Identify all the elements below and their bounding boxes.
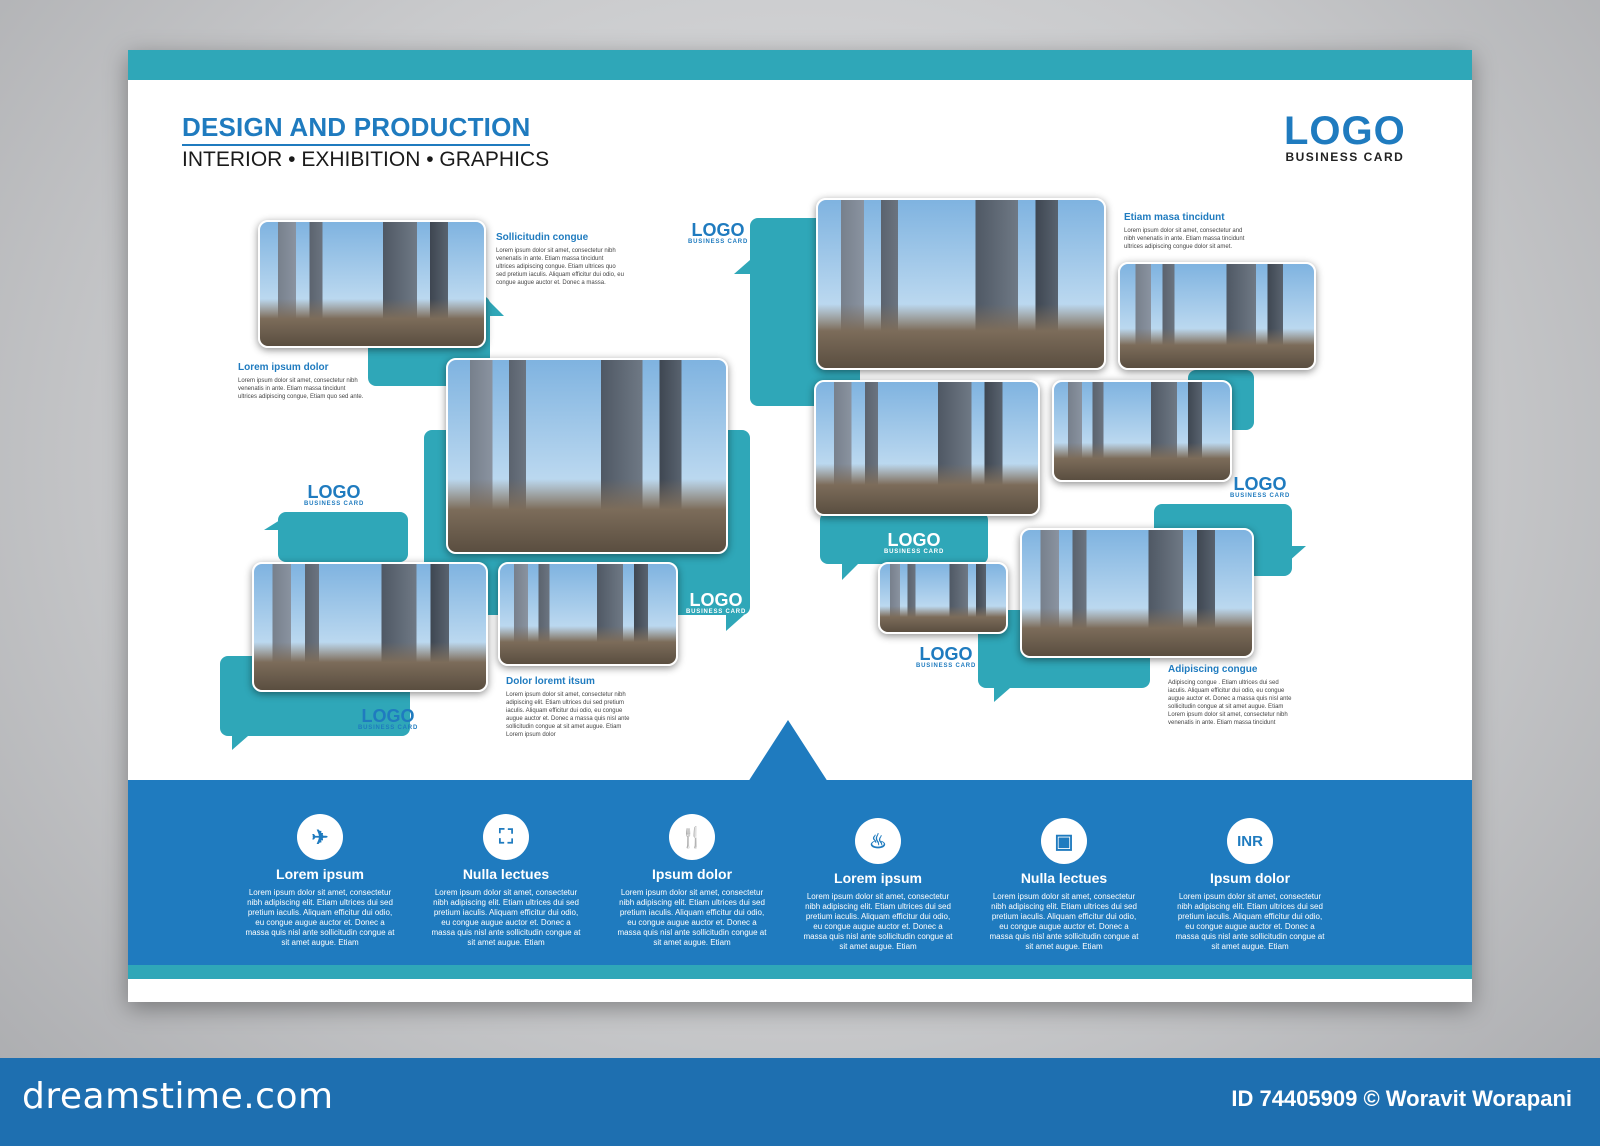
features-band: ✈ Lorem ipsum Lorem ipsum dolor sit amet… — [128, 780, 1472, 965]
header-logo: LOGO BUSINESS CARD — [1284, 109, 1406, 164]
header-logo-text: LOGO — [1284, 109, 1406, 153]
caption-block: Adipiscing congue Adipiscing congue . Et… — [1168, 664, 1296, 727]
caption-title: Adipiscing congue — [1168, 664, 1258, 675]
currency-inr-icon: INR — [1227, 818, 1273, 864]
small-logo-subtext: BUSINESS CARD — [1230, 493, 1291, 499]
feature-body: Lorem ipsum dolor sit amet, consectetur … — [617, 888, 767, 947]
bubble-tail — [734, 260, 750, 274]
band-notch — [748, 720, 828, 782]
feature-item: ♨ Lorem ipsum Lorem ipsum dolor sit amet… — [798, 818, 958, 952]
brochure-subtitle: INTERIOR • EXHIBITION • GRAPHICS — [182, 148, 550, 171]
bubble-tail — [726, 615, 744, 631]
city-photo — [816, 198, 1106, 370]
feature-body: Lorem ipsum dolor sit amet, consectetur … — [1175, 892, 1325, 951]
small-logo: LOGO BUSINESS CARD — [304, 482, 365, 507]
top-stripe — [128, 50, 1472, 80]
feature-body: Lorem ipsum dolor sit amet, consectetur … — [989, 892, 1139, 951]
city-photo — [252, 562, 488, 692]
caption-block: Lorem ipsum dolor Lorem ipsum dolor sit … — [238, 362, 366, 401]
bubble-tail — [1288, 546, 1306, 562]
brochure-title: DESIGN AND PRODUCTION — [182, 112, 531, 146]
feature-title: Ipsum dolor — [651, 866, 733, 882]
speech-bubble — [820, 512, 988, 564]
small-logo-text: LOGO — [689, 590, 743, 610]
small-logo-subtext: BUSINESS CARD — [688, 239, 749, 245]
small-logo-subtext: BUSINESS CARD — [916, 663, 977, 669]
small-logo-subtext: BUSINESS CARD — [502, 325, 563, 331]
feature-title: Nulla lectues — [462, 866, 550, 882]
stock-footer: dreamstime.com ID 74405909 © Woravit Wor… — [0, 1058, 1600, 1146]
caption-block: Dolor loremt itsum Lorem ipsum dolor sit… — [506, 676, 634, 739]
city-photo — [498, 562, 678, 666]
noodle-bowl-icon: ♨ — [855, 818, 901, 864]
small-logo-subtext: BUSINESS CARD — [686, 609, 747, 615]
caption-body: Lorem ipsum dolor sit amet, consectetur … — [238, 378, 364, 400]
city-photo — [446, 358, 728, 554]
image-credit: ID 74405909 © Woravit Worapani — [1231, 1086, 1572, 1111]
feature-item: ▣ Nulla lectues Lorem ipsum dolor sit am… — [984, 818, 1144, 952]
small-logo: LOGO BUSINESS CARD — [686, 590, 747, 615]
small-logo-text: LOGO — [691, 220, 745, 240]
bottom-stripe — [128, 965, 1472, 979]
small-logo-text: LOGO — [919, 644, 973, 664]
small-logo: LOGO BUSINESS CARD — [916, 644, 977, 669]
caption-body: Lorem ipsum dolor sit amet, consectetur … — [1124, 228, 1245, 250]
small-logo-text: LOGO — [1233, 474, 1287, 494]
feature-title: Lorem ipsum — [276, 866, 364, 882]
small-logo-text: LOGO — [505, 306, 559, 326]
feature-body: Lorem ipsum dolor sit amet, consectetur … — [431, 888, 581, 947]
city-photo — [1118, 262, 1316, 370]
feature-body: Lorem ipsum dolor sit amet, consectetur … — [803, 892, 953, 951]
feature-title: Nulla lectues — [1020, 870, 1108, 886]
small-logo-text: LOGO — [307, 482, 361, 502]
feature-item: ✈ Lorem ipsum Lorem ipsum dolor sit amet… — [240, 814, 400, 948]
shopping-bag-icon: ⛶ — [483, 814, 529, 860]
header-logo-subtext: BUSINESS CARD — [1285, 150, 1405, 164]
caption-title: Lorem ipsum dolor — [238, 362, 329, 373]
caption-body: Lorem ipsum dolor sit amet, consectetur … — [496, 248, 624, 286]
small-logo-text: LOGO — [887, 530, 941, 550]
bubble-tail — [842, 564, 858, 580]
small-logo-subtext: BUSINESS CARD — [884, 549, 945, 555]
feature-title: Lorem ipsum — [834, 870, 922, 886]
speech-bubble — [278, 512, 408, 562]
feature-title: Ipsum dolor — [1209, 870, 1291, 886]
bubble-tail — [232, 736, 248, 750]
airplane-icon: ✈ — [297, 814, 343, 860]
city-photo — [1020, 528, 1254, 658]
small-logo-text: LOGO — [361, 706, 415, 726]
bubble-tail — [488, 300, 504, 316]
small-logo-subtext: BUSINESS CARD — [304, 501, 365, 507]
briefcase-icon: ▣ — [1041, 818, 1087, 864]
caption-title: Dolor loremt itsum — [506, 676, 595, 687]
caption-title: Etiam masa tincidunt — [1124, 212, 1225, 223]
feature-item: ⛶ Nulla lectues Lorem ipsum dolor sit am… — [426, 814, 586, 948]
fork-knife-icon: 🍴 — [669, 814, 715, 860]
bubble-tail — [264, 520, 280, 530]
small-logo: LOGO BUSINESS CARD — [688, 220, 749, 245]
feature-item: 🍴 Ipsum dolor Lorem ipsum dolor sit amet… — [612, 814, 772, 948]
small-logo: LOGO BUSINESS CARD — [358, 706, 419, 731]
caption-body: Adipiscing congue . Etiam ultrices dui s… — [1168, 680, 1292, 726]
city-photo — [258, 220, 486, 348]
city-photo — [1052, 380, 1232, 482]
small-logo: LOGO BUSINESS CARD — [884, 530, 945, 555]
small-logo: LOGO BUSINESS CARD — [502, 306, 563, 331]
city-photo — [814, 380, 1040, 516]
stock-site-name[interactable]: dreamstime.com — [22, 1076, 334, 1117]
city-photo — [878, 562, 1008, 634]
small-logo: LOGO BUSINESS CARD — [1230, 474, 1291, 499]
caption-title: Sollicitudin congue — [496, 232, 589, 243]
feature-item: INR Ipsum dolor Lorem ipsum dolor sit am… — [1170, 818, 1330, 952]
brochure-sheet: DESIGN AND PRODUCTION INTERIOR • EXHIBIT… — [128, 50, 1472, 1002]
caption-body: Lorem ipsum dolor sit amet, consectetur … — [506, 692, 630, 738]
small-logo-subtext: BUSINESS CARD — [358, 725, 419, 731]
feature-body: Lorem ipsum dolor sit amet, consectetur … — [245, 888, 395, 947]
bubble-tail — [994, 688, 1010, 702]
caption-block: Sollicitudin congue Lorem ipsum dolor si… — [496, 232, 624, 287]
caption-block: Etiam masa tincidunt Lorem ipsum dolor s… — [1124, 212, 1252, 251]
